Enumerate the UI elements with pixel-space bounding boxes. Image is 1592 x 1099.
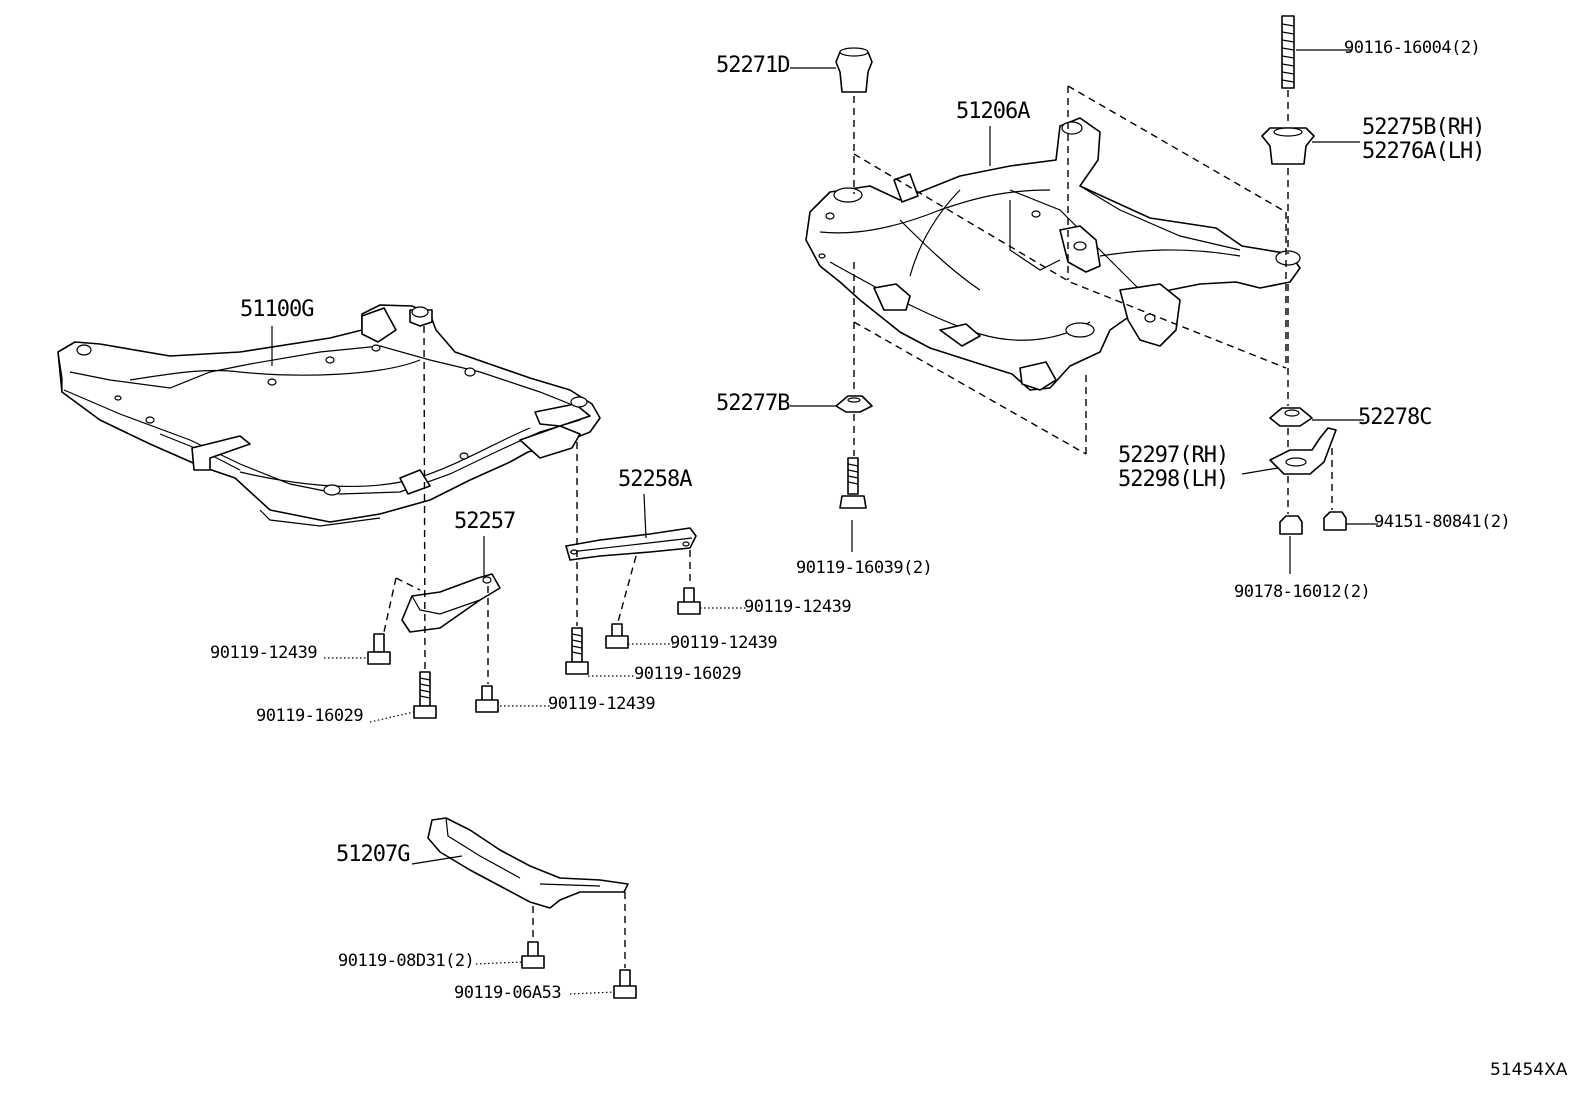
washer-52277b[interactable]: [835, 395, 873, 413]
bolt-90119-08d31[interactable]: [521, 941, 545, 969]
label-90116-16004[interactable]: 90116-16004(2): [1344, 38, 1481, 58]
label-51100g[interactable]: 51100G: [240, 297, 314, 322]
bolt-90119-16039[interactable]: [839, 457, 867, 509]
label-90119-06a53[interactable]: 90119-06A53: [454, 983, 562, 1003]
rear-crossmember-outline: [853, 85, 1287, 455]
bolt-90119-12439-right[interactable]: [677, 587, 701, 615]
bushing-52271d[interactable]: [835, 47, 873, 93]
label-52257[interactable]: 52257: [454, 509, 516, 534]
label-90119-08d31[interactable]: 90119-08D31(2): [338, 951, 475, 971]
bolt-90119-16029-mid[interactable]: [565, 627, 589, 675]
bracket-52297-52298[interactable]: [1269, 427, 1337, 475]
install-lines: [383, 90, 1333, 968]
bolt-90119-16029-left[interactable]: [413, 671, 437, 719]
stud-90116-16004[interactable]: [1281, 15, 1295, 89]
label-52277b[interactable]: 52277B: [716, 391, 790, 416]
bushing-52275b-52276a[interactable]: [1261, 127, 1315, 165]
label-52271d[interactable]: 52271D: [716, 53, 790, 78]
bolt-90119-06a53[interactable]: [613, 969, 637, 999]
brace-52258a[interactable]: [565, 527, 697, 561]
label-52298-lh[interactable]: 52298(LH): [1118, 467, 1229, 492]
bolt-90119-12439-lower[interactable]: [475, 685, 499, 713]
label-51206a[interactable]: 51206A: [956, 99, 1030, 124]
diagram-reference-code: 51454XA: [1490, 1060, 1568, 1080]
bolt-90119-12439-left[interactable]: [367, 633, 391, 665]
label-94151-80841[interactable]: 94151-80841(2): [1374, 512, 1511, 532]
label-90119-16039[interactable]: 90119-16039(2): [796, 558, 933, 578]
label-52275b-rh[interactable]: 52275B(RH): [1362, 115, 1485, 140]
label-90119-12439-mid[interactable]: 90119-12439: [670, 633, 778, 653]
bolt-90119-12439-mid[interactable]: [605, 623, 629, 649]
label-90119-16029-mid[interactable]: 90119-16029: [634, 664, 742, 684]
label-90119-12439-left[interactable]: 90119-12439: [210, 643, 318, 663]
washer-52278c[interactable]: [1269, 407, 1313, 427]
label-52258a[interactable]: 52258A: [618, 467, 692, 492]
leader-lines: [271, 49, 1378, 995]
label-90119-16029-left[interactable]: 90119-16029: [256, 706, 364, 726]
label-51207g[interactable]: 51207G: [336, 842, 410, 867]
nut-94151-80841[interactable]: [1323, 511, 1347, 531]
label-52278c[interactable]: 52278C: [1358, 405, 1432, 430]
bracket-52257[interactable]: [401, 573, 501, 633]
label-90119-12439-lower[interactable]: 90119-12439: [548, 694, 656, 714]
label-52276a-lh[interactable]: 52276A(LH): [1362, 139, 1485, 164]
label-90119-12439-right[interactable]: 90119-12439: [744, 597, 852, 617]
brace-51207g[interactable]: [427, 817, 629, 909]
label-52297-rh[interactable]: 52297(RH): [1118, 443, 1229, 468]
label-90178-16012[interactable]: 90178-16012(2): [1234, 582, 1371, 602]
rear-crossmember-51206a[interactable]: [805, 117, 1301, 391]
nut-90178-16012[interactable]: [1279, 515, 1303, 535]
front-crossmember-51100g[interactable]: [57, 304, 601, 527]
